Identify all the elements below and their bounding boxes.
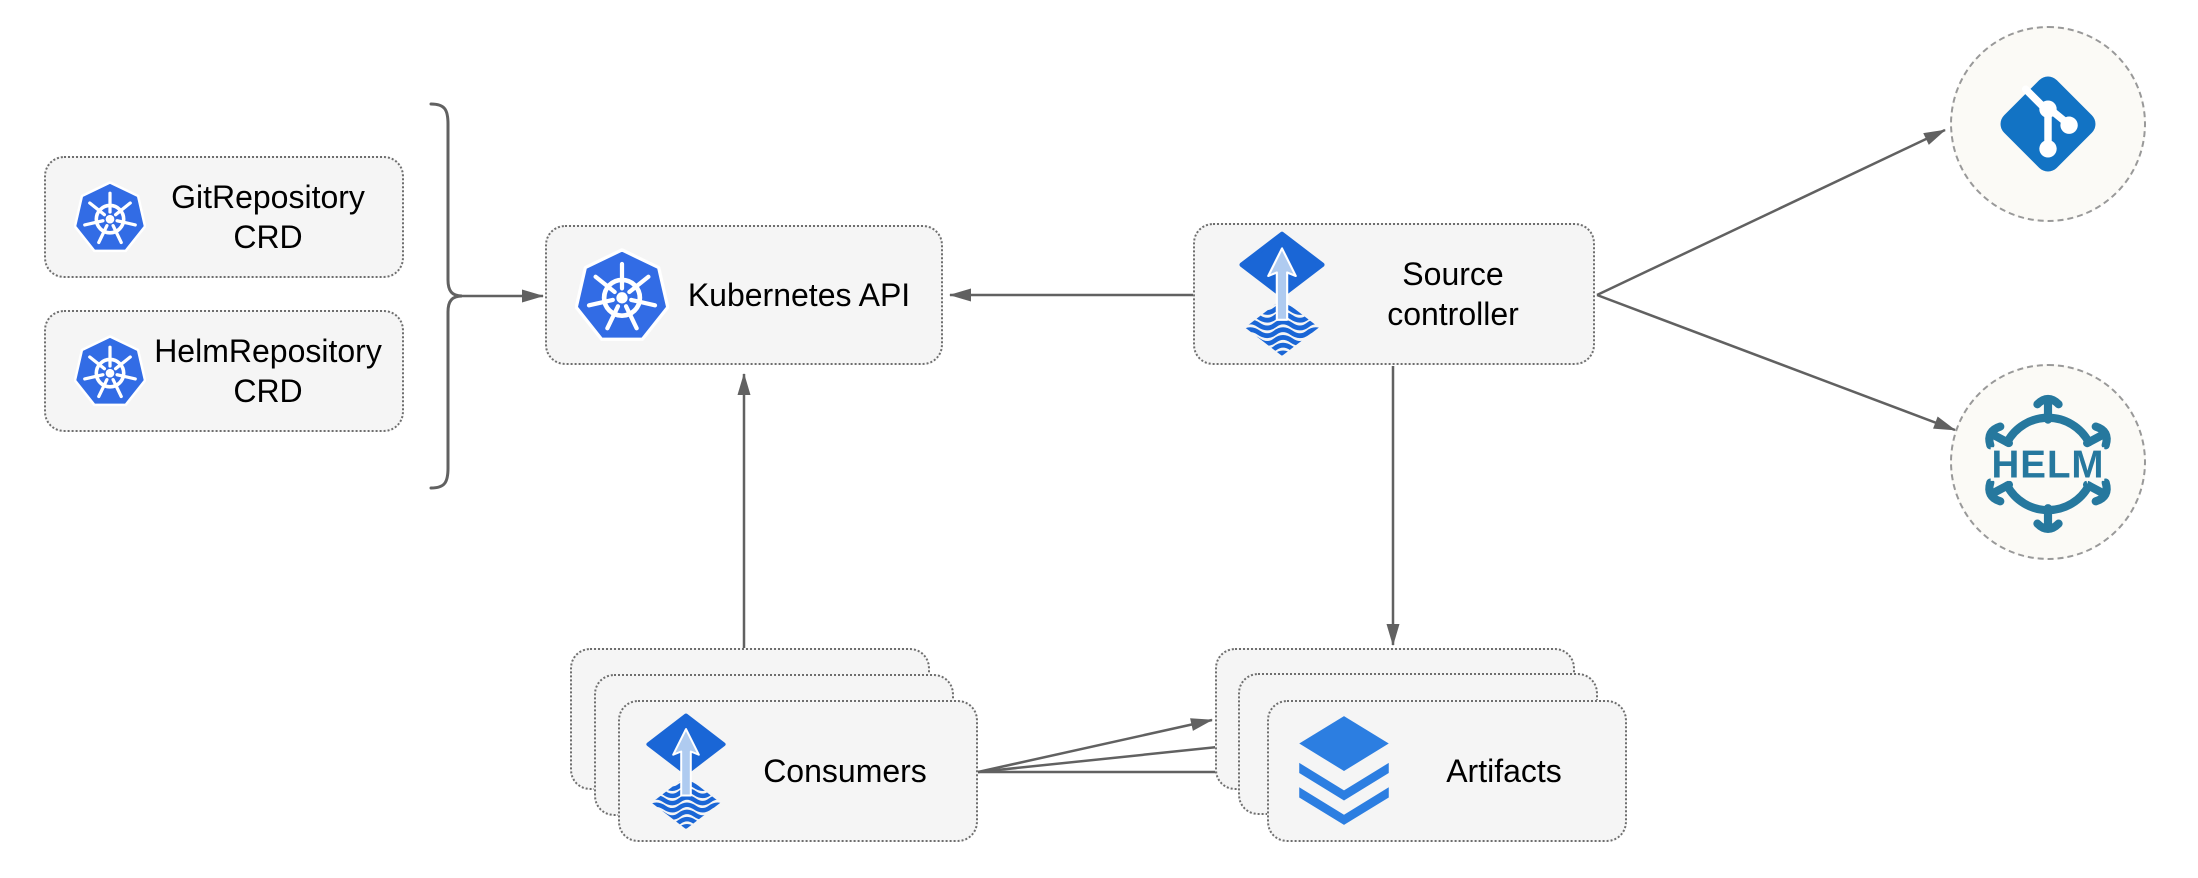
node-label: Kubernetes API (669, 275, 941, 315)
node-label-line: HelmRepository (154, 333, 382, 369)
helm-icon: HELM (1985, 394, 2111, 533)
flux-source-icon (646, 713, 726, 830)
node-consumers: Consumers (618, 700, 978, 842)
edge-consumers-to-artifacts-2 (977, 740, 1238, 774)
layers-icon (1299, 716, 1389, 825)
node-helmrepository-crd: HelmRepository CRD (44, 310, 404, 432)
kubernetes-icon (575, 248, 669, 342)
node-label-line: Consumers (763, 753, 927, 789)
edge-source-controller-to-git-repository (1596, 128, 1946, 297)
node-label-line: Source (1402, 256, 1504, 292)
helm-wordmark: HELM (1992, 443, 2105, 486)
node-git-repository (1950, 26, 2146, 222)
flux-source-icon (1239, 231, 1325, 357)
node-artifacts-stack: Artifacts (1215, 648, 1629, 844)
crd-group-bracket (429, 102, 463, 490)
node-source-controller: Source controller (1193, 223, 1595, 365)
node-label-line: CRD (233, 219, 303, 255)
git-icon (2000, 76, 2096, 172)
node-label-line: Artifacts (1446, 753, 1562, 789)
kubernetes-icon (74, 181, 146, 253)
node-gitrepository-crd: GitRepository CRD (44, 156, 404, 278)
node-label: GitRepository CRD (146, 177, 402, 257)
node-label-line: CRD (233, 373, 303, 409)
node-label-line: Kubernetes API (687, 277, 911, 313)
node-artifacts: Artifacts (1267, 700, 1627, 842)
node-label-line: GitRepository (171, 179, 365, 215)
edge-consumers-to-artifacts-1 (977, 718, 1213, 774)
node-kubernetes-api: Kubernetes API (545, 225, 943, 365)
node-label: HelmRepository CRD (146, 331, 402, 411)
node-label-line: controller (1387, 296, 1519, 332)
node-consumers-stack: Consumers (570, 648, 980, 844)
node-label: Source controller (1325, 254, 1593, 334)
kubernetes-icon (74, 335, 146, 407)
node-label: Artifacts (1395, 751, 1625, 791)
node-helm-repository: HELM (1950, 364, 2146, 560)
node-label: Consumers (726, 751, 976, 791)
edge-source-controller-to-helm-repository (1596, 293, 1956, 432)
